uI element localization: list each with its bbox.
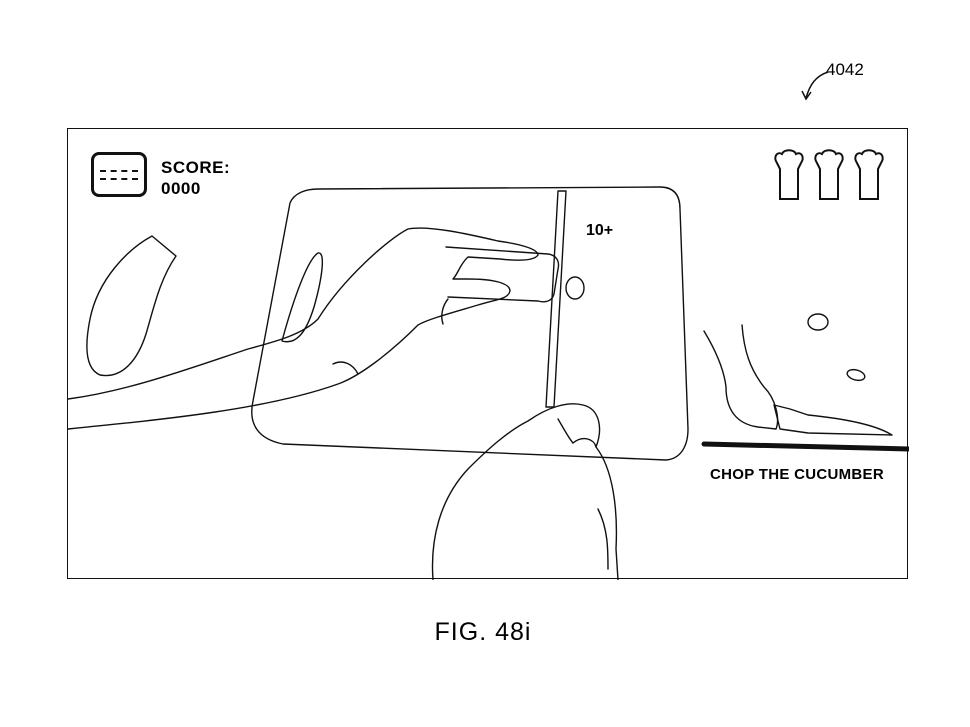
chef-hat-icon (811, 149, 847, 201)
tutorial-slice-2 (846, 368, 866, 382)
chef-hat-icon (771, 149, 807, 201)
left-hand (68, 228, 538, 429)
cucumber (446, 247, 559, 302)
tutorial-hand (704, 325, 778, 429)
cucumber-piece (87, 236, 176, 376)
board-handle (282, 253, 322, 342)
lives-indicator (771, 149, 887, 201)
menu-line-icon (100, 178, 138, 180)
tutorial-knife (774, 405, 892, 435)
bonus-points: 10+ (586, 222, 613, 240)
right-hand (432, 404, 618, 580)
tutorial-slice-1 (808, 314, 828, 330)
figure-caption: FIG. 48i (0, 618, 966, 647)
tutorial-surface (704, 444, 909, 449)
cutting-board (252, 187, 688, 460)
tutorial-instruction: CHOP THE CUCUMBER (710, 466, 884, 483)
knife-blade (546, 191, 566, 407)
game-screen: SCORE: 0000 10+ CHOP THE CUCUMBER (67, 128, 908, 579)
menu-line-icon (100, 170, 138, 172)
chef-hat-icon (851, 149, 887, 201)
score-label: SCORE: (161, 158, 230, 178)
menu-button[interactable] (91, 152, 147, 197)
score-value: 0000 (161, 179, 201, 199)
reference-arrow-icon (798, 64, 832, 104)
